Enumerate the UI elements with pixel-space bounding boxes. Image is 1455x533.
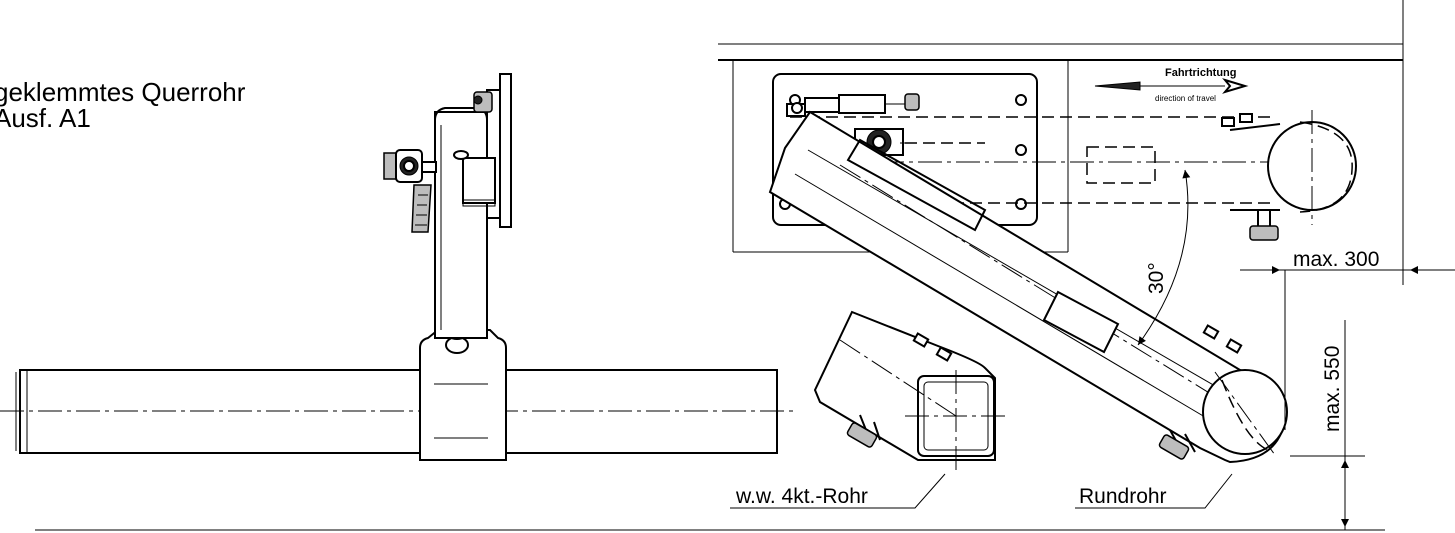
side-view [0,73,795,461]
max-width-label: max. 300 [1293,248,1379,271]
drawing-title: geklemmtes Querrohr [0,77,246,107]
vertical-post [434,111,488,339]
top-view: 30° Fahrtrichtung direction of travel ma… [718,0,1455,530]
square-tube-callout: w.w. 4kt.-Rohr [735,485,868,508]
square-tube-detail [813,310,1005,470]
lever-handle [411,184,432,233]
square-tube-leader [730,473,946,509]
angle-label: 30° [1145,262,1168,294]
diagonal-tube [768,110,1288,464]
max-height-label: max. 550 [1321,346,1344,432]
angle-arc [1137,169,1191,346]
round-tube-callout: Rundrohr [1079,485,1167,508]
drawing-subtitle: Ausf. A1 [0,103,91,133]
round-tube-end [1202,369,1288,455]
round-tube-leader [1075,473,1233,509]
clamp-block [419,329,507,461]
travel-label: Fahrtrichtung [1165,67,1237,79]
travel-sublabel: direction of travel [1155,94,1216,103]
mounting-plate [499,73,512,228]
